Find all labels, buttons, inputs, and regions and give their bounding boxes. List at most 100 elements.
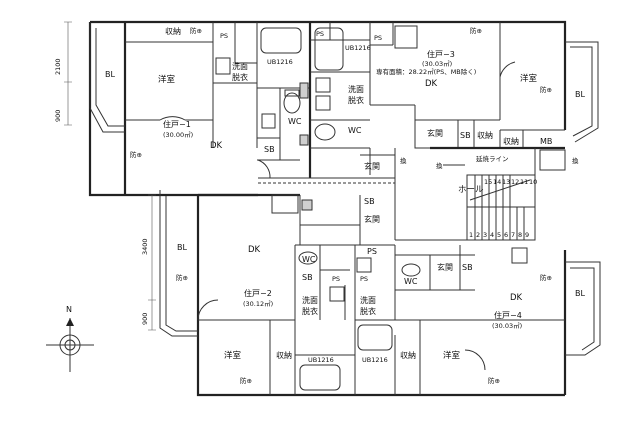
dim-2100: 2100 <box>54 58 62 75</box>
stair-step: 11 <box>520 178 528 186</box>
hall-label: ホール <box>458 185 484 195</box>
unit-3 <box>369 22 565 175</box>
u3-bohan: 防⊕ <box>470 26 482 35</box>
u3-bohan-2: 防⊕ <box>540 85 552 94</box>
hall-kanki-1: 換 <box>400 156 407 165</box>
stair-step: 2 <box>476 231 480 239</box>
core-ub-label: UB1216 <box>345 44 371 52</box>
u1-bohan-1: 防⊕ <box>130 150 142 159</box>
hall-entrance-label-top: 玄関 <box>364 161 380 171</box>
stair-step: 4 <box>490 231 494 239</box>
u1-ps-label: PS <box>220 32 228 40</box>
u4-dk-label: DK <box>510 293 523 303</box>
u1-unit-label: 住戸−1 <box>163 119 191 129</box>
u3-sb-label: SB <box>460 131 471 140</box>
u2-washroom-label: 洗面 <box>302 295 318 305</box>
stair-step: 3 <box>483 231 487 239</box>
core-ps-label: PS <box>316 30 324 38</box>
hall-entrance-label: 玄関 <box>364 214 380 224</box>
u4-unit-label: 住戸−4 <box>494 310 522 320</box>
north-label: N <box>66 305 72 314</box>
stair-step: 15 <box>484 178 492 186</box>
u3-western-room-label: 洋室 <box>520 73 538 84</box>
u2-balcony-label: BL <box>177 243 187 252</box>
u2-ub-label: UB1216 <box>308 356 334 364</box>
core-dressing-label: 脱衣 <box>348 95 364 105</box>
dim-3400: 3400 <box>141 238 149 255</box>
stair-step: 8 <box>518 231 522 239</box>
u4-ub-label: UB1216 <box>362 356 388 364</box>
u2-storage-label: 収納 <box>276 350 292 360</box>
u2-bohan-2: 防⊕ <box>240 376 252 385</box>
u4-wc-label: WC <box>404 277 418 286</box>
core-wc-label: WC <box>348 126 362 135</box>
u4-storage-label: 収納 <box>400 350 416 360</box>
fire-spread-line-label: 延焼ライン <box>476 154 509 163</box>
dim-900-top: 900 <box>54 110 62 122</box>
u4-ps-label: PS <box>367 247 377 256</box>
u2-dk-label: DK <box>248 245 261 255</box>
mb-label: MB <box>540 137 552 146</box>
u4-ps-label-2: PS <box>360 275 368 283</box>
stair-step: 10 <box>529 178 537 186</box>
core-washroom-label: 洗面 <box>348 84 364 94</box>
u2-wc-label: WC <box>302 255 316 264</box>
u1-western-room-label: 洋室 <box>158 74 176 85</box>
u2-bohan: 防⊕ <box>176 273 188 282</box>
u3-dk-label: DK <box>425 79 438 89</box>
hall-sb-label: SB <box>364 197 375 206</box>
hall-kanki-2: 換 <box>436 161 443 170</box>
stair-step: 7 <box>511 231 515 239</box>
u2-ps-label: PS <box>332 275 340 283</box>
u1-storage-label: 収納 <box>165 26 181 36</box>
u3-storage-label: 収納 <box>477 130 493 140</box>
u3-entrance-label: 玄関 <box>427 128 443 138</box>
u4-area-label: (30.03㎡) <box>492 321 522 330</box>
u2-dressing-label: 脱衣 <box>302 306 318 316</box>
u1-dk-label: DK <box>210 141 223 151</box>
stair-numbers-top: 15 14 13 12 11 10 <box>484 178 537 186</box>
stair-step: 6 <box>504 231 508 239</box>
u4-balcony-label: BL <box>575 289 585 298</box>
u2-sb-label: SB <box>302 273 313 282</box>
u2-unit-label: 住戸−2 <box>244 288 272 298</box>
u3-unit-label: 住戸−3 <box>427 49 455 59</box>
stair-step: 1 <box>469 231 473 239</box>
u4-sb-label: SB <box>462 263 473 272</box>
u1-area-label: (30.00㎡) <box>163 130 193 139</box>
u3-area-label: (30.03㎡) <box>422 59 452 68</box>
u1-balcony-label: BL <box>105 70 115 79</box>
core-ps-label-2: PS <box>374 34 382 42</box>
u3-storage-label-2: 収納 <box>503 136 519 146</box>
u1-bohan-2: 防⊕ <box>190 26 202 35</box>
u2-western-room-label: 洋室 <box>224 350 242 361</box>
u4-bohan: 防⊕ <box>540 273 552 282</box>
common-hall <box>258 146 566 241</box>
stair-step: 9 <box>525 231 529 239</box>
u3-area-note: 専有面積：28.22㎡(PS、MB除く) <box>376 67 476 76</box>
unit-4 <box>354 245 565 395</box>
u2-area-label: (30.12㎡) <box>243 299 273 308</box>
hall-kanki-3: 換 <box>572 156 579 165</box>
u1-washroom-label: 洗面 <box>232 61 248 71</box>
stair-step: 14 <box>493 178 501 186</box>
u1-wc-label: WC <box>288 117 302 126</box>
stair-step: 5 <box>497 231 501 239</box>
dim-900-bottom: 900 <box>141 313 149 325</box>
unit-1 <box>125 22 310 179</box>
compass: N <box>46 305 94 372</box>
u4-dressing-label: 脱衣 <box>360 306 376 316</box>
staircase <box>466 174 536 241</box>
u4-western-room-label: 洋室 <box>443 350 461 361</box>
dimension-lines <box>64 21 156 331</box>
stair-step: 13 <box>502 178 510 186</box>
u4-bohan-2: 防⊕ <box>488 376 500 385</box>
u1-dressing-label: 脱衣 <box>232 72 248 82</box>
stair-step: 12 <box>511 178 519 186</box>
u4-entrance-label: 玄関 <box>437 262 453 272</box>
exterior-walls <box>88 20 601 397</box>
u1-ub-label: UB1216 <box>267 58 293 66</box>
u4-washroom-label: 洗面 <box>360 295 376 305</box>
u1-sb-label: SB <box>264 145 275 154</box>
